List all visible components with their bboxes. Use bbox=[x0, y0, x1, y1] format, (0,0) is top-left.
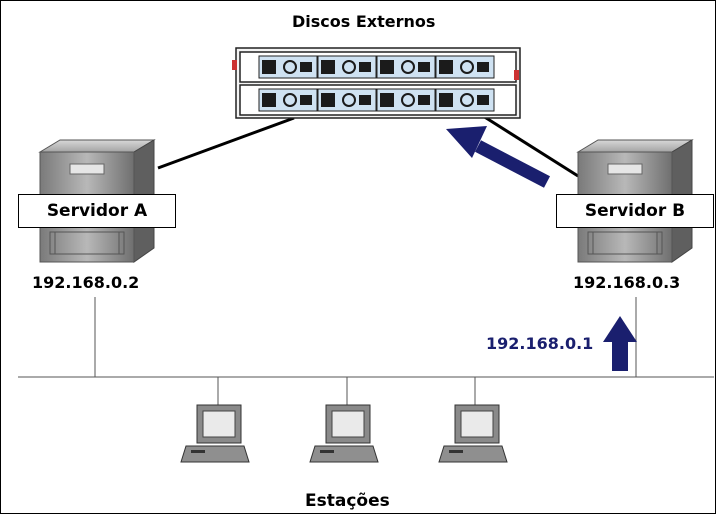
server-a-label: Servidor A bbox=[18, 194, 176, 228]
stations-title: Estações bbox=[305, 491, 390, 511]
workstation-1-icon bbox=[180, 404, 250, 463]
server-b-ip: 192.168.0.3 bbox=[573, 273, 681, 292]
external-disks-icon bbox=[232, 47, 521, 119]
virtual-ip: 192.168.0.1 bbox=[486, 334, 594, 353]
link-server-b-storage bbox=[482, 114, 579, 178]
link-server-a-storage bbox=[157, 116, 295, 170]
failover-arrow-icon bbox=[446, 126, 551, 188]
virtual-ip-arrow-icon bbox=[603, 316, 637, 371]
storage-title: Discos Externos bbox=[292, 12, 436, 31]
workstation-3-icon bbox=[438, 404, 508, 463]
server-b-label: Servidor B bbox=[556, 194, 714, 228]
server-a-ip: 192.168.0.2 bbox=[32, 273, 140, 292]
workstation-2-icon bbox=[309, 404, 379, 463]
